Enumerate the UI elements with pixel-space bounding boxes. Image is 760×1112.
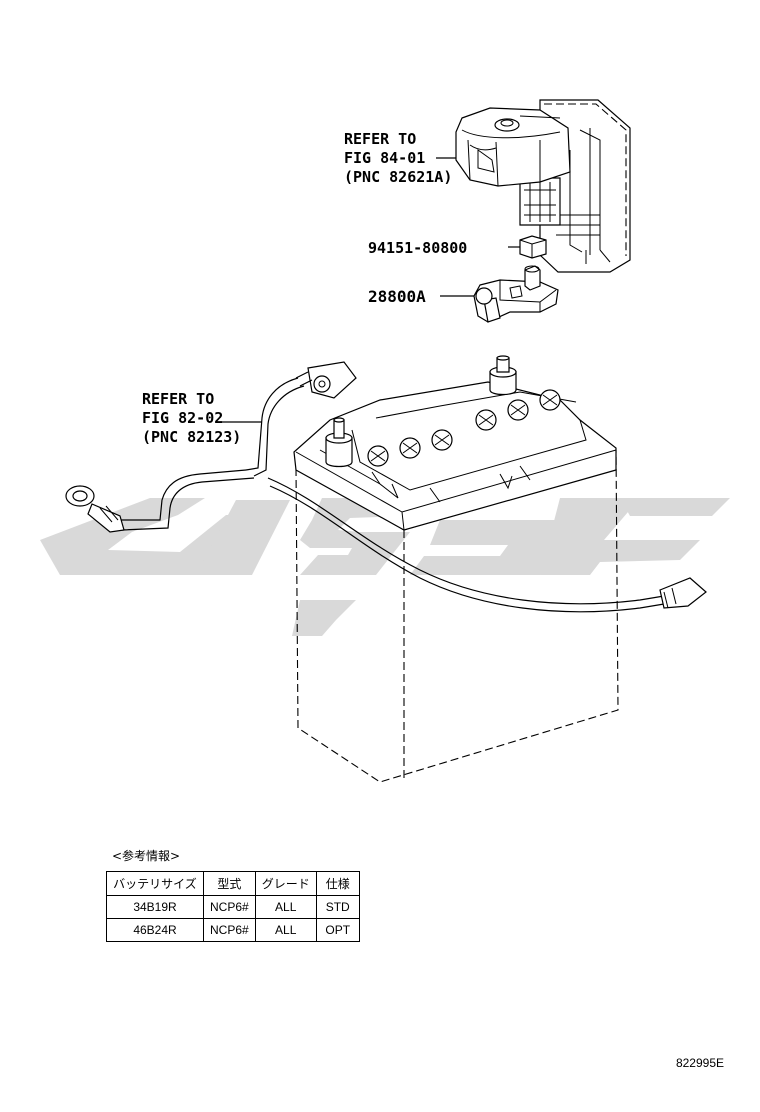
cell-spec: STD (315, 895, 360, 919)
upper-refer-line-3: (PNC 82621A) (344, 168, 452, 186)
upper-refer-line-1: REFER TO (344, 130, 416, 148)
positive-terminal-part (473, 265, 559, 323)
battery (293, 355, 619, 783)
cell-spec: OPT (315, 918, 360, 942)
cell-model: NCP6# (203, 895, 256, 919)
table-header-row: バッテリサイズ 型式 グレード 仕様 (106, 871, 360, 896)
battery-posts (325, 355, 517, 468)
header-battery-size: バッテリサイズ (106, 871, 204, 896)
cell-grade: ALL (254, 895, 317, 919)
watermark-logo (40, 498, 730, 636)
reference-info-caption: <参考情報> (112, 849, 181, 863)
terminal-part-number: 28800A (368, 287, 426, 306)
battery-cables (65, 361, 707, 613)
cell-model: NCP6# (203, 918, 256, 942)
bolt-part (519, 235, 547, 259)
header-grade: グレード (254, 871, 317, 896)
lower-refer-line-2: FIG 82-02 (142, 409, 223, 427)
drawing-code: 822995E (675, 1056, 724, 1070)
table-row: 34B19R NCP6# ALL STD (106, 895, 360, 919)
leader-lines (220, 157, 520, 423)
cell-battery-size: 34B19R (106, 895, 204, 919)
header-model: 型式 (203, 871, 256, 896)
header-spec: 仕様 (315, 871, 360, 896)
callout-upper-refer: REFER TO FIG 84-01 (PNC 82621A) (344, 130, 452, 186)
table-row: 46B24R NCP6# ALL OPT (106, 918, 360, 942)
cell-battery-size: 46B24R (106, 918, 204, 942)
bolt-part-number: 94151-80800 (368, 239, 467, 257)
lower-refer-line-1: REFER TO (142, 390, 214, 408)
reference-info-table: バッテリサイズ 型式 グレード 仕様 34B19R NCP6# ALL STD … (106, 871, 360, 942)
callout-lower-refer: REFER TO FIG 82-02 (PNC 82123) (142, 390, 241, 446)
upper-refer-line-2: FIG 84-01 (344, 149, 425, 167)
cell-grade: ALL (254, 918, 317, 942)
vent-caps (367, 389, 561, 467)
fuse-block-cover (455, 99, 631, 273)
lower-refer-line-3: (PNC 82123) (142, 428, 241, 446)
